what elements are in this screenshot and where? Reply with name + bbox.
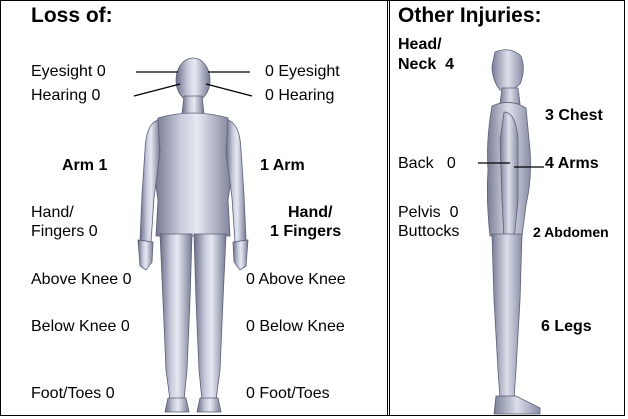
arms-label: 4 Arms [545,154,599,173]
front-head [176,58,210,102]
pelvis-label-line2: Buttocks [398,222,459,241]
hand-right-label-line2: 1 Fingers [270,222,341,241]
front-torso [152,113,234,236]
front-right-leg [194,234,226,400]
eyesight-left-label: Eyesight 0 [31,62,106,81]
hand-left-label-line1: Hand/ [31,203,74,222]
abdomen-label: 2 Abdomen [533,223,609,242]
leader-hearing-right [206,84,252,96]
hearing-right-label: 0 Hearing [265,86,334,105]
front-neck [182,96,204,114]
front-left-leg [160,234,192,400]
back-label: Back 0 [398,154,456,173]
arm-left-label: Arm 1 [62,156,107,175]
side-neck [500,88,520,104]
eyesight-right-label: 0 Eyesight [265,62,340,81]
side-foot [494,396,540,414]
hand-right-label-line1: Hand/ [288,203,332,222]
side-arm [500,112,518,240]
head-label-line1: Head/ [398,35,442,54]
loss-of-title: Loss of: [31,6,113,25]
front-left-foot [165,398,189,412]
legs-label: 6 Legs [541,317,592,336]
other-injuries-title: Other Injuries: [398,6,542,25]
foot-left-label: Foot/Toes 0 [31,384,115,403]
above-knee-right-label: 0 Above Knee [246,270,346,289]
head-label-line2: Neck 4 [398,55,454,74]
front-right-hand [233,240,248,270]
arm-right-label: 1 Arm [260,156,305,175]
front-right-foot [197,398,221,412]
side-leg [492,234,522,398]
hand-left-label-line2: Fingers 0 [31,222,98,241]
above-knee-left-label: Above Knee 0 [31,270,132,289]
front-body-figure [138,58,248,412]
chest-label: 3 Chest [545,106,603,125]
hearing-left-label: Hearing 0 [31,86,100,105]
leader-hearing-left [134,84,180,96]
below-knee-right-label: 0 Below Knee [246,317,345,336]
below-knee-left-label: Below Knee 0 [31,317,130,336]
foot-right-label: 0 Foot/Toes [246,384,330,403]
front-left-hand [138,240,153,270]
pelvis-label-line1: Pelvis 0 [398,203,458,222]
side-head [492,50,523,91]
